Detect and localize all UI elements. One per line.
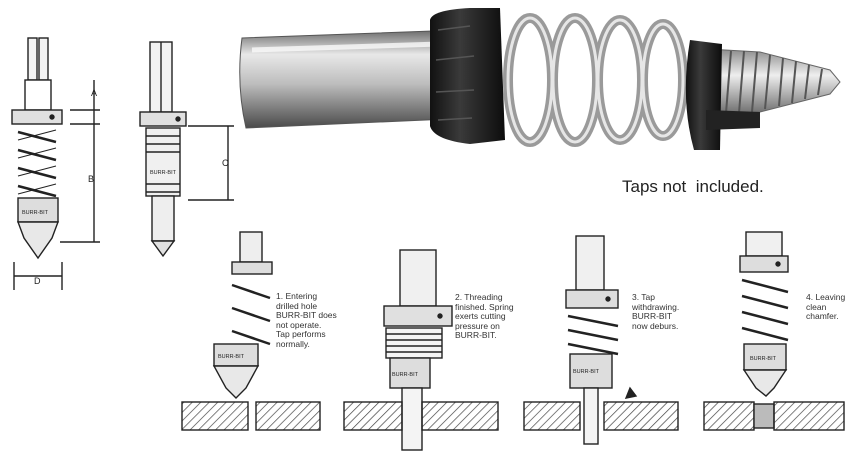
step-2-text: 2. Threading finished. Spring exerts cut…: [455, 292, 514, 340]
step-3-figure: [523, 235, 679, 445]
step-3-text: 3. Tap withdrawing. BURR-BIT now deburs.: [632, 292, 680, 331]
step-4-text: 4. Leaving clean chamfer.: [806, 292, 846, 321]
step-4-figure: [703, 231, 845, 431]
brand-label-step3: BURR-BIT: [573, 369, 600, 375]
step-2-figure: [343, 249, 499, 451]
dimension-label-c: C: [222, 158, 229, 168]
dimension-drawing-front: [11, 37, 100, 290]
brand-label-step2: BURR-BIT: [392, 372, 419, 378]
step-1-text: 1. Entering drilled hole BURR-BIT does n…: [276, 291, 337, 349]
brand-label-side: BURR-BIT: [150, 170, 177, 176]
brand-label-step1: BURR-BIT: [218, 354, 245, 360]
dimension-label-a: A: [91, 88, 97, 98]
brand-label-step4: BURR-BIT: [750, 356, 777, 362]
product-photo: [239, 8, 841, 150]
dimension-drawing-side: [139, 41, 234, 258]
step-1-figure: [181, 231, 321, 431]
brand-label-front: BURR-BIT: [22, 210, 49, 216]
caption-taps-not-included: Taps not included.: [622, 177, 764, 196]
dimension-label-d: D: [34, 276, 41, 286]
dimension-label-b: B: [88, 174, 94, 184]
